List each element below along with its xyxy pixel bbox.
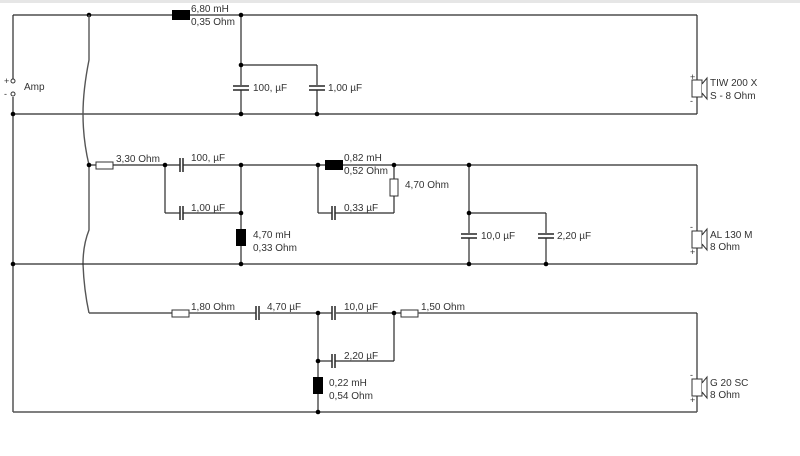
midrange-series-resistor-label: 3,30 Ohm [116,154,160,165]
amp-minus-terminal [10,91,16,97]
junction [238,111,244,117]
tweeter-polarity-top: + [690,72,695,82]
tweeter-inductor-resistance: 0,35 Ohm [191,17,235,28]
tweeter-branch: 6,80 mH 0,35 Ohm 100, µF 1,00 µF + - TIW… [10,4,758,117]
woofer-series-resistor-1-label: 1,80 Ohm [191,302,235,313]
midrange-shunt-cap2-label: 2,20 µF [557,231,591,242]
woofer-branch: 1,80 Ohm 4,70 µF 10,0 µF 1,50 Ohm 2,20 µ… [13,302,748,415]
midrange-shunt-inductor-resistance: 0,33 Ohm [253,243,297,254]
woofer-series-resistor-2-label: 1,50 Ohm [421,302,465,313]
junction [10,111,16,117]
junction [314,111,320,117]
midrange-shunt-inductor [236,229,246,246]
midrange-shunt-inductor-value: 4,70 mH [253,230,291,241]
midrange-speaker-icon [691,230,703,249]
woofer-series-resistor-2 [400,309,419,318]
junction [86,162,92,168]
amp-plus-terminal [10,78,16,84]
midrange-name: AL 130 M [710,230,752,241]
tweeter-inductor [172,10,190,20]
woofer-name: G 20 SC [710,378,748,389]
amp-minus-sign: - [4,89,7,99]
midrange-series-inductor [325,160,343,170]
midrange-cap2-label: 1,00 µF [191,203,225,214]
woofer-cap1-label: 4,70 µF [267,302,301,313]
midrange-polarity-top: - [690,222,693,232]
woofer-shunt-inductor [313,377,323,394]
woofer-parallel-cap-label: 2,20 µF [344,351,378,362]
midrange-impedance: 8 Ohm [710,242,740,253]
junction [238,162,244,168]
midrange-polarity-bottom: + [690,247,695,257]
junction [315,358,321,364]
junction [315,162,321,168]
junction [10,261,16,267]
tweeter-speaker-cone [701,76,708,101]
junction [466,261,472,267]
midrange-speaker-cone [701,227,708,252]
junction [238,261,244,267]
amp-plus-sign: + [4,76,9,86]
midrange-parallel-cap-label: 0,33 µF [344,203,378,214]
junction [315,310,321,316]
woofer-series-resistor-1 [171,309,190,318]
woofer-polarity-bottom: + [690,395,695,405]
woofer-speaker-cone [701,375,708,400]
junction [391,310,397,316]
midrange-series-resistor [95,161,114,170]
junction [391,162,397,168]
junction [466,210,472,216]
woofer-impedance: 8 Ohm [710,390,740,401]
junction [162,162,168,168]
tweeter-inductor-value: 6,80 mH [191,4,229,15]
woofer-cap2-label: 10,0 µF [344,302,378,313]
amp-input: + - Amp [4,15,45,412]
midrange-series-inductor-value: 0,82 mH [344,153,382,164]
amp-label: Amp [24,82,45,93]
junction [466,162,472,168]
woofer-speaker-icon [691,378,703,397]
junction [315,409,321,415]
junction [238,62,244,68]
junction [238,12,244,18]
woofer-shunt-inductor-value: 0,22 mH [329,378,367,389]
tweeter-impedance: S - 8 Ohm [710,91,756,102]
junction [238,210,244,216]
tweeter-cap2-label: 1,00 µF [328,83,362,94]
woofer-shunt-inductor-resistance: 0,54 Ohm [329,391,373,402]
junction [543,261,549,267]
midrange-shunt-cap1-label: 10,0 µF [481,231,515,242]
woofer-polarity-top: - [690,370,693,380]
top-border [0,0,800,3]
tweeter-polarity-bottom: - [690,96,693,106]
midrange-branch: 3,30 Ohm 100, µF 1,00 µF 4,70 mH 0,33 Oh… [10,153,752,267]
tweeter-cap1-label: 100, µF [253,83,287,94]
midrange-parallel-resistor [389,178,399,197]
midrange-series-inductor-resistance: 0,52 Ohm [344,166,388,177]
tweeter-speaker-icon [691,79,703,98]
midrange-cap1-label: 100, µF [191,153,225,164]
tweeter-name: TIW 200 X [710,78,758,89]
midrange-parallel-resistor-label: 4,70 Ohm [405,180,449,191]
